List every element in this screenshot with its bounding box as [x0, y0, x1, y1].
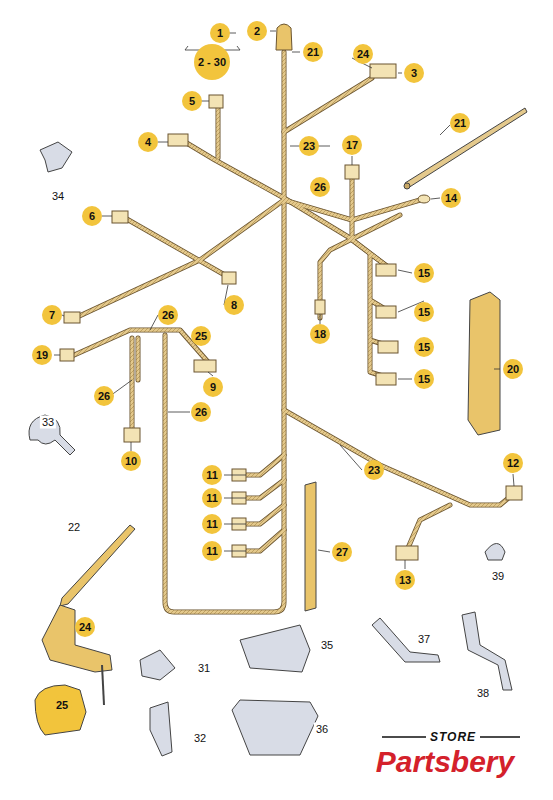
callout-number: 7 — [42, 305, 62, 325]
watermark: STORE — [430, 731, 476, 743]
callout-number: 14 — [441, 188, 461, 208]
callout-number: 37 — [416, 633, 432, 646]
callout-number: 26 — [191, 402, 211, 422]
callout-number: 15 — [414, 302, 434, 322]
callout-number: 11 — [202, 465, 222, 485]
callout-number: 6 — [82, 206, 102, 226]
callout-number: 35 — [319, 639, 335, 652]
callout-number: 32 — [192, 732, 208, 745]
callout-number: 22 — [66, 521, 82, 534]
callout-number: 24 — [75, 617, 95, 637]
callout-number: 23 — [299, 136, 319, 156]
callout-number: 8 — [224, 295, 244, 315]
callout-number: 17 — [342, 135, 362, 155]
callout-number: 31 — [196, 662, 212, 675]
callout-number: 39 — [490, 570, 506, 583]
callout-number: 23 — [364, 460, 384, 480]
callout-number: 12 — [503, 453, 523, 473]
callout-number: 10 — [121, 451, 141, 471]
callout-number: 21 — [450, 113, 470, 133]
callout-number: 33 — [40, 416, 56, 429]
callout-number: 34 — [50, 190, 66, 203]
callout-number: 4 — [138, 132, 158, 152]
callout-number: 2 - 30 — [194, 44, 230, 80]
callout-number: 15 — [414, 337, 434, 357]
callout-number: 9 — [203, 377, 223, 397]
callout-number: 26 — [158, 305, 178, 325]
callout-number: 15 — [414, 263, 434, 283]
callout-number: 11 — [202, 488, 222, 508]
callout-number: 15 — [414, 369, 434, 389]
callout-number: 3 — [404, 63, 424, 83]
callout-number: 38 — [475, 687, 491, 700]
callout-number: 2 — [247, 21, 267, 41]
callout-number: 25 — [52, 695, 72, 715]
callout-number: 13 — [395, 570, 415, 590]
callout-number: 25 — [191, 326, 211, 346]
callout-number: 11 — [202, 514, 222, 534]
watermark: Partsbery — [376, 747, 514, 777]
callout-number: 19 — [32, 345, 52, 365]
callout-number: 36 — [314, 723, 330, 736]
callout-number: 21 — [303, 42, 323, 62]
callout-number: 1 — [210, 23, 230, 43]
callout-number: 11 — [202, 541, 222, 561]
callout-number: 20 — [503, 359, 523, 379]
callout-number: 26 — [310, 177, 330, 197]
callout-number: 26 — [94, 386, 114, 406]
callout-number: 24 — [353, 44, 373, 64]
callout-number: 27 — [332, 542, 352, 562]
callout-number: 5 — [182, 91, 202, 111]
callout-number: 18 — [310, 324, 330, 344]
